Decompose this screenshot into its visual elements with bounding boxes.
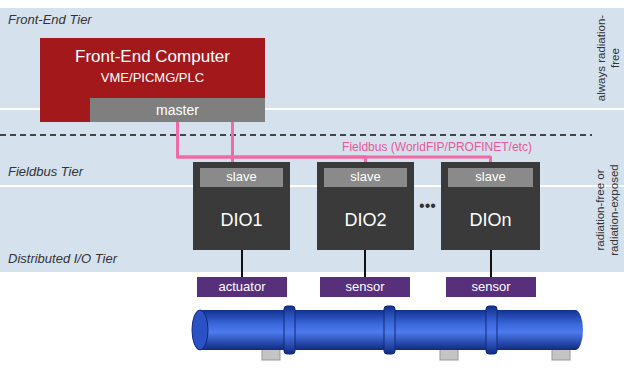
box-label: master xyxy=(156,102,199,118)
pipe-flange xyxy=(384,306,395,354)
box-label: DIOn xyxy=(469,210,511,231)
pipe-end xyxy=(192,310,208,350)
slave-box: slave xyxy=(448,168,533,187)
slave-box: slave xyxy=(200,168,283,187)
sensor-box: sensor xyxy=(446,277,536,297)
slave-box: slave xyxy=(324,168,407,187)
box-label: actuator xyxy=(219,280,266,295)
dio-box: DIO1 slave xyxy=(193,162,290,250)
box-label: slave xyxy=(350,170,380,185)
fieldbus-label: Fieldbus (WorldFIP/PROFINET/etc) xyxy=(322,140,552,154)
ellipsis-mark: ••• xyxy=(414,196,441,215)
box-label: DIO1 xyxy=(220,210,262,231)
box-label: DIO2 xyxy=(344,210,386,231)
box-label: VME/PICMG/PLC xyxy=(101,71,204,86)
dio-box: DIO2 slave xyxy=(317,162,414,250)
box-label: slave xyxy=(226,170,256,185)
box-label: Front-End Computer xyxy=(75,47,230,67)
tier-name: Fieldbus Tier xyxy=(8,165,83,180)
box-label: sensor xyxy=(345,280,384,295)
pipe-end xyxy=(567,310,583,350)
tier-name: Front-End Tier xyxy=(8,13,92,28)
tier-name: Distributed I/O Tier xyxy=(8,252,117,267)
pipe-flange xyxy=(284,306,295,354)
io-wire xyxy=(241,250,243,277)
dio-box: DIOn slave xyxy=(441,162,540,250)
io-wire xyxy=(490,250,492,277)
zone-label: always radiation-free xyxy=(595,12,623,104)
master-box: master xyxy=(90,98,265,122)
box-label: sensor xyxy=(471,280,510,295)
front-end-computer: Front-End ComputerVME/PICMG/PLC master xyxy=(40,38,265,122)
pipe-flange xyxy=(486,306,497,354)
sensor-box: sensor xyxy=(320,277,410,297)
zone-label: radiation-free or radiation-exposed xyxy=(594,154,622,266)
actuator-box: actuator xyxy=(197,277,287,297)
io-wire xyxy=(364,250,366,277)
box-label: slave xyxy=(475,170,505,185)
